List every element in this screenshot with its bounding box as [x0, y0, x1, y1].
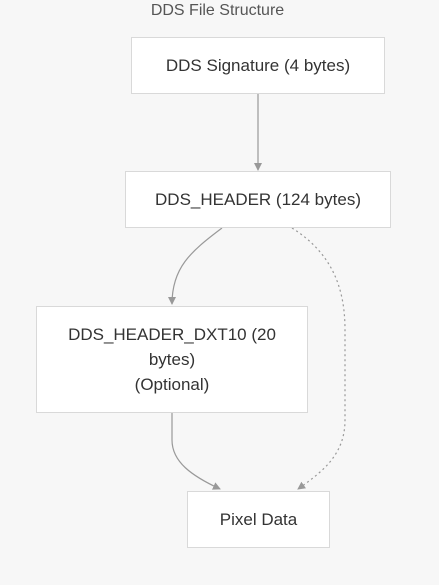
edge-dxt10-to-pixel-data — [171, 412, 221, 490]
node-dds-header-dxt10: DDS_HEADER_DXT10 (20 bytes) (Optional) — [36, 306, 308, 413]
edge-header-to-dxt10 — [168, 227, 223, 305]
diagram-title: DDS File Structure — [0, 2, 438, 20]
node-dds-header-dxt10-label-line2: bytes) — [148, 350, 196, 369]
node-dds-header: DDS_HEADER (124 bytes) — [125, 171, 391, 228]
node-dds-signature-label: DDS Signature (4 bytes) — [165, 56, 351, 75]
edge-header-to-pixel-data — [291, 227, 346, 490]
node-dds-header-label: DDS_HEADER (124 bytes) — [155, 190, 361, 209]
node-dds-header-dxt10-label-line1: DDS_HEADER_DXT10 (20 — [68, 325, 276, 344]
node-dds-header-dxt10-label-line3: (Optional) — [134, 375, 210, 394]
node-dds-signature: DDS Signature (4 bytes) — [131, 37, 385, 94]
diagram-title-text: DDS File Structure — [150, 2, 285, 19]
node-pixel-data-label: Pixel Data — [219, 510, 298, 529]
node-pixel-data: Pixel Data — [187, 491, 330, 548]
